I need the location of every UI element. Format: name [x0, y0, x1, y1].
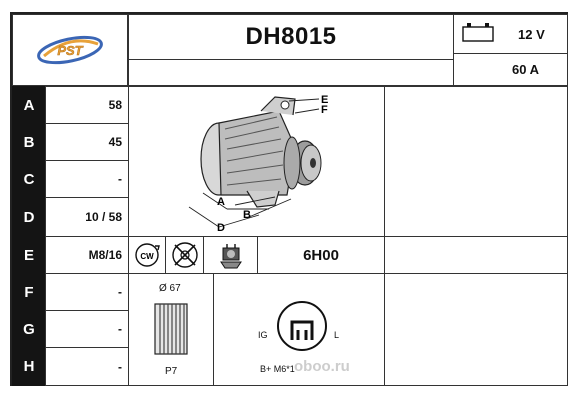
pulley-cell: Ø 67 P7 — [128, 273, 214, 386]
clock-position-cell: 6H00 — [257, 236, 385, 274]
row-letter-a: A — [12, 86, 46, 124]
pulley-type: P7 — [165, 366, 178, 377]
connector-label-bottom: B+ M6*1 — [260, 364, 295, 374]
row-value-h: - — [45, 347, 129, 386]
watermark: oboo.ru — [294, 358, 350, 375]
row-value-g: - — [45, 310, 129, 348]
row-value-f: - — [45, 273, 129, 311]
dimension-label-f: F — [321, 104, 328, 116]
connector-icon — [277, 301, 327, 351]
logo-text: PST — [57, 43, 83, 58]
rotation-label: CW — [140, 252, 154, 261]
pulley-icon — [154, 303, 188, 355]
part-number-sub-cell — [128, 59, 454, 86]
voltage-value: 12 V — [518, 27, 545, 42]
row-letter-g: G — [12, 310, 46, 348]
row-letter-h: H — [12, 347, 46, 386]
row-letter-e: E — [12, 236, 46, 274]
pst-logo: PST — [37, 35, 103, 65]
connector-label-right: L — [334, 330, 340, 340]
rotation-cell: CW — [128, 236, 166, 274]
alternator-drawing-cell: E F A B D — [128, 86, 385, 237]
dimension-label-d: D — [217, 222, 225, 234]
empty-bottom-cell — [384, 273, 568, 386]
regulator-cell — [203, 236, 258, 274]
row-letter-c: C — [12, 160, 46, 198]
row-value-d: 10 / 58 — [45, 197, 129, 237]
voltage-cell: 12 V — [453, 14, 568, 54]
no-fan-icon — [171, 242, 198, 268]
dimension-label-a: A — [217, 196, 225, 208]
amperage-value: 60 A — [512, 62, 539, 77]
part-number-cell: DH8015 — [128, 14, 454, 60]
row-value-b: 45 — [45, 123, 129, 161]
pulley-diameter: Ø 67 — [159, 283, 181, 294]
row-value-c: - — [45, 160, 129, 198]
logo-cell: PST — [12, 14, 128, 86]
clock-position: 6H00 — [303, 246, 339, 264]
part-number: DH8015 — [245, 23, 337, 50]
row-letter-d: D — [12, 197, 46, 237]
alternator-drawing: E F A B D — [188, 94, 328, 234]
dimension-label-e: E — [321, 94, 328, 106]
amperage-cell: 60 A — [453, 53, 568, 86]
connector-cell: IG L B+ M6*1 oboo.ru — [213, 273, 385, 386]
row-value-e: M8/16 — [45, 236, 129, 274]
row-value-a: 58 — [45, 86, 129, 124]
empty-icon-row-cell — [384, 236, 568, 274]
spec-sheet: PST DH8015 12 V 60 A A 58 B 45 C - D 10 … — [10, 12, 568, 386]
dimension-label-b: B — [243, 209, 251, 221]
rotation-icon: CW — [135, 243, 160, 267]
fan-cell — [165, 236, 204, 274]
empty-info-cell — [384, 86, 568, 237]
battery-icon — [462, 23, 494, 42]
row-letter-b: B — [12, 123, 46, 161]
regulator-icon — [219, 244, 242, 269]
connector-label-left: IG — [258, 330, 268, 340]
row-letter-f: F — [12, 273, 46, 311]
